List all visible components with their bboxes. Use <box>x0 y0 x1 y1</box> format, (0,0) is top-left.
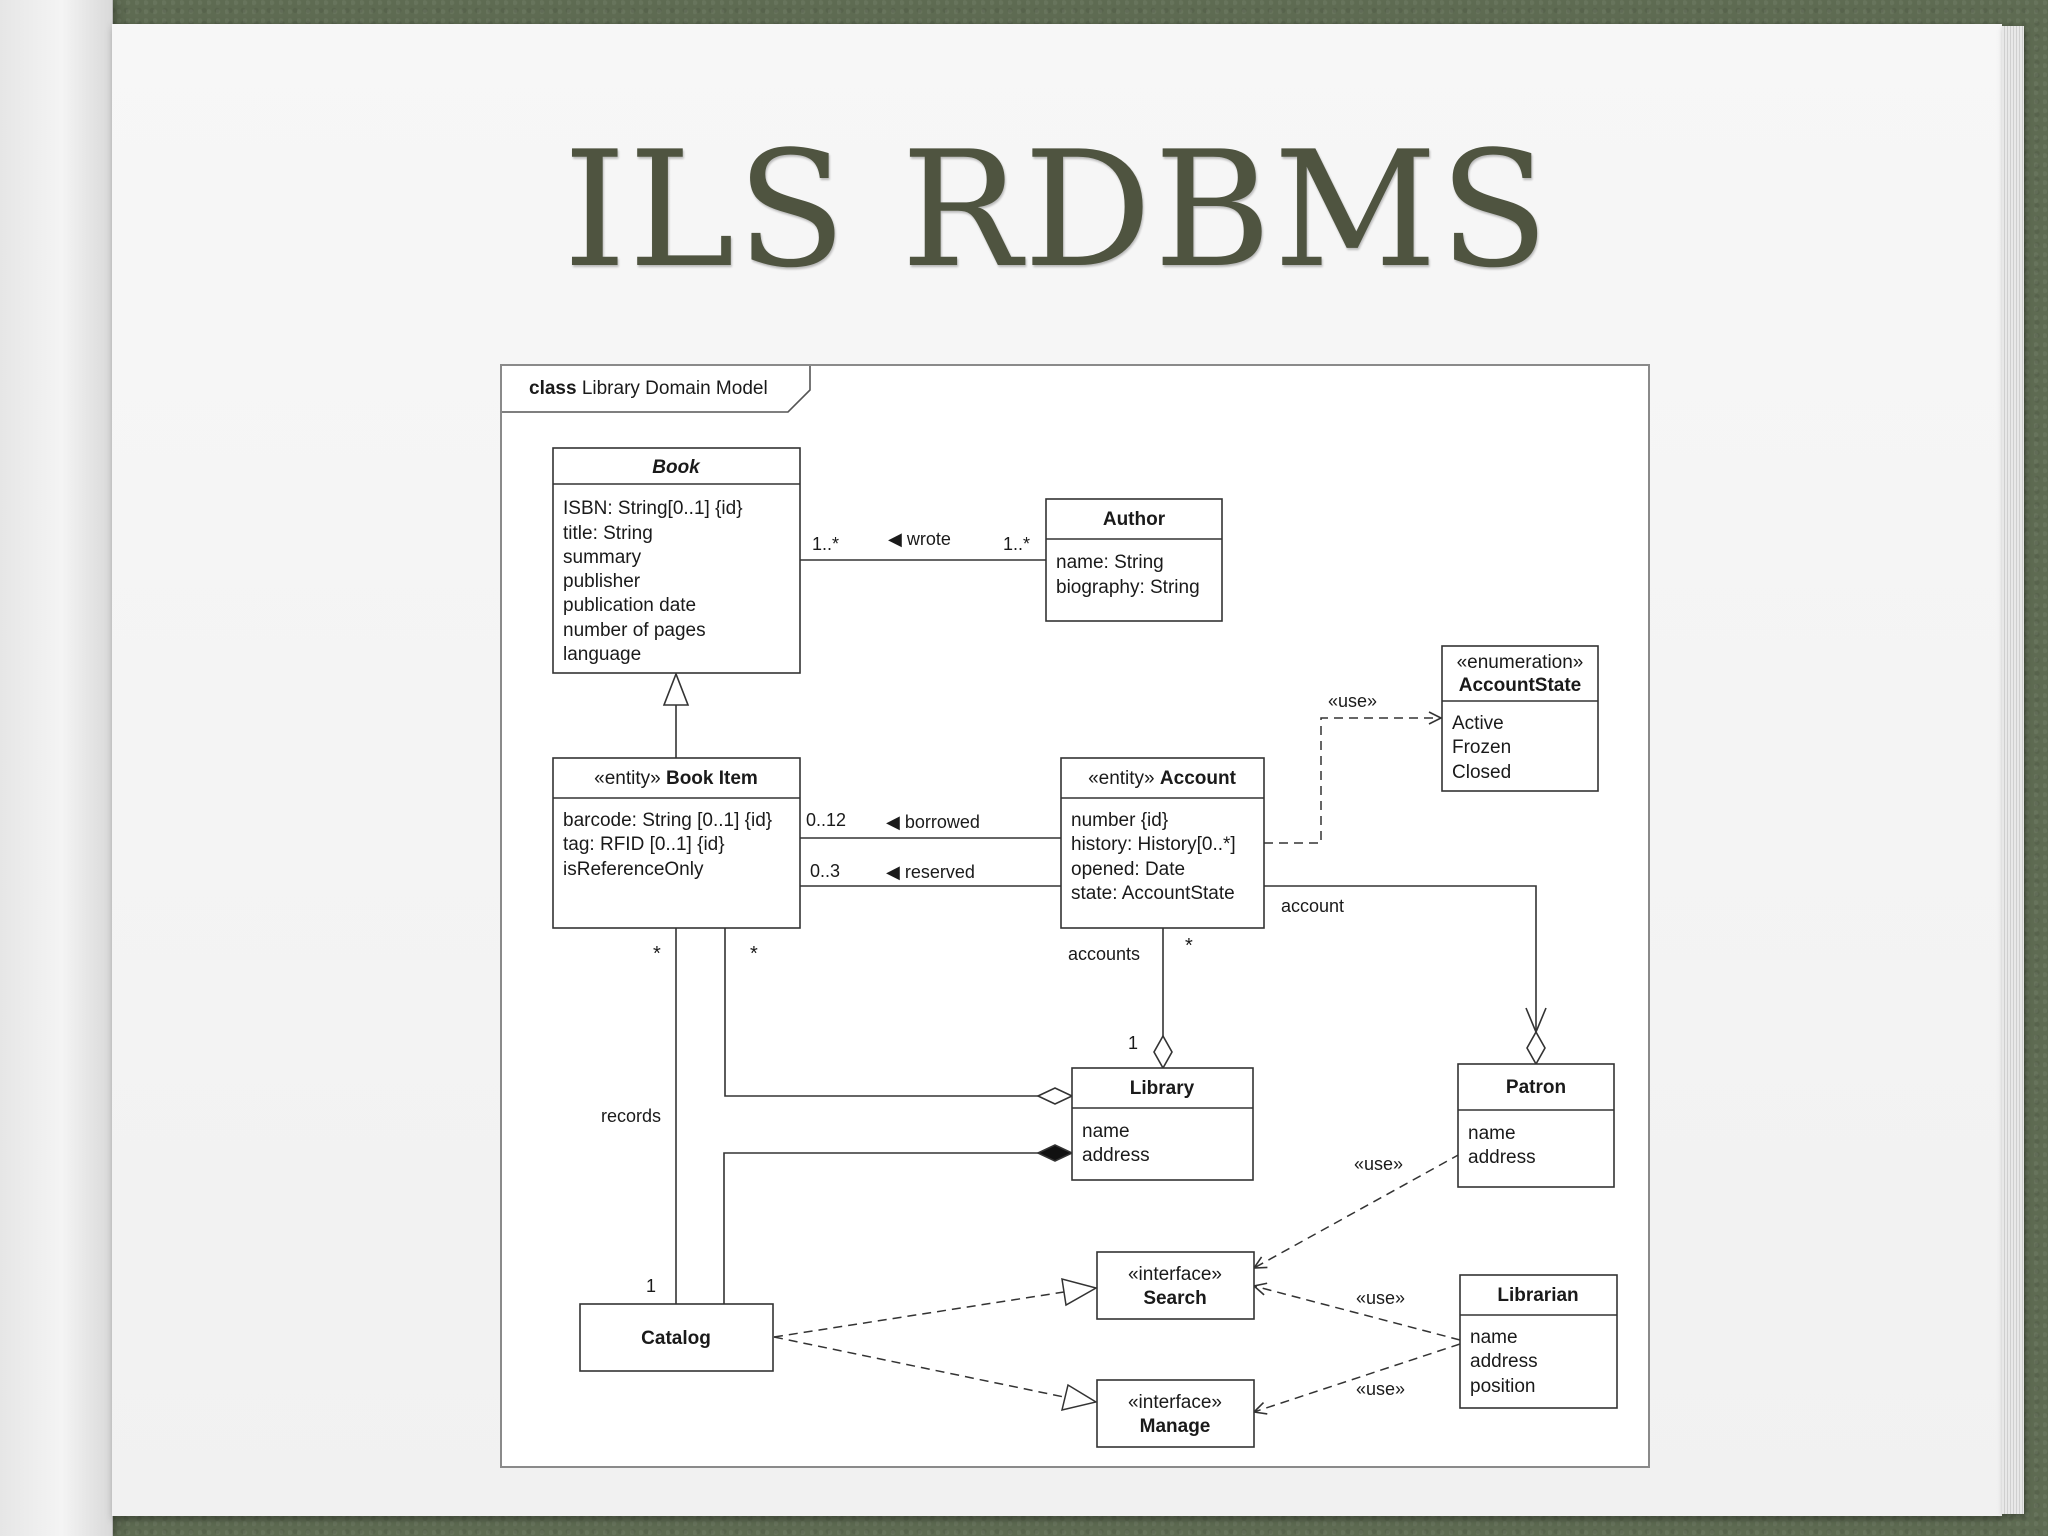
patron-attr: name <box>1468 1123 1516 1144</box>
label-use-librarian-search: «use» <box>1356 1288 1405 1308</box>
librarian-attr: name <box>1470 1327 1518 1348</box>
accountstate-literal: Closed <box>1452 762 1511 783</box>
librarian-attr: address <box>1470 1351 1538 1372</box>
book-page-edges <box>2002 26 2024 1514</box>
slide-title: ILS RDBMS <box>563 116 1551 303</box>
book-attr: ISBN: String[0..1] {id} <box>563 498 743 519</box>
label-accounts-star: * <box>1185 935 1193 957</box>
class-librarian-box <box>1459 1274 1618 1409</box>
class-librarian-name: Librarian <box>1497 1285 1578 1306</box>
label-borrowed-mult: 0..12 <box>806 810 846 830</box>
class-catalog-name: Catalog <box>641 1328 711 1349</box>
label-account: account <box>1281 896 1344 916</box>
book-attr: number of pages <box>563 620 706 641</box>
class-manage-box <box>1096 1379 1255 1448</box>
realization-triangle-manage <box>1060 1383 1098 1412</box>
book-attr: title: String <box>563 523 653 544</box>
class-accountstate-box <box>1441 645 1599 792</box>
frame-tab: class Library Domain Model <box>502 366 811 413</box>
class-author-box <box>1045 498 1223 622</box>
label-accounts: accounts <box>1068 944 1140 964</box>
class-book-name: Book <box>652 457 701 478</box>
book-attr: language <box>563 644 641 665</box>
aggregation-diamond-library <box>1153 1034 1173 1070</box>
class-account-header: «entity» Account <box>1088 768 1237 789</box>
bookitem-attr: barcode: String [0..1] {id} <box>563 810 772 831</box>
frame-keyword: class <box>529 378 577 399</box>
class-catalog-box <box>579 1303 774 1372</box>
librarian-attr: position <box>1470 1376 1536 1397</box>
label-use-accountstate: «use» <box>1328 691 1377 711</box>
author-attr: biography: String <box>1056 577 1200 598</box>
label-library-one: 1 <box>1128 1033 1138 1053</box>
class-author-name: Author <box>1103 509 1166 530</box>
class-library-name: Library <box>1130 1078 1195 1099</box>
realization-catalog-search <box>773 1291 1065 1338</box>
class-patron-name: Patron <box>1506 1077 1566 1098</box>
label-wrote-mult-author: 1..* <box>1003 534 1030 554</box>
svg-text:class Library Domain Model: class Library Domain Model <box>529 378 768 399</box>
generalization-triangle <box>662 671 690 706</box>
label-use-librarian-manage: «use» <box>1356 1379 1405 1399</box>
class-bookitem-box <box>552 757 801 929</box>
label-reserved-mult: 0..3 <box>810 861 840 881</box>
aggregation-diamond-bookitem <box>1036 1087 1074 1105</box>
realization-triangle-search <box>1061 1277 1098 1307</box>
label-use-patron: «use» <box>1354 1154 1403 1174</box>
class-account-box <box>1060 757 1265 929</box>
accountstate-literal: Frozen <box>1452 737 1511 758</box>
bookitem-attr: isReferenceOnly <box>563 859 704 880</box>
label-bookitem-star-1: * <box>653 943 661 965</box>
bookitem-attr: tag: RFID [0..1] {id} <box>563 834 725 855</box>
class-patron-box <box>1457 1063 1615 1188</box>
dependency-patron-search <box>1254 1153 1461 1268</box>
account-attr: history: History[0..*] <box>1071 834 1236 855</box>
composition-diamond <box>1036 1144 1074 1162</box>
account-attr: number {id} <box>1071 810 1168 831</box>
account-attr: state: AccountState <box>1071 883 1235 904</box>
account-attr: opened: Date <box>1071 859 1185 880</box>
class-bookitem-header: «entity» Book Item <box>594 768 758 789</box>
dependency-use-accountstate <box>1264 718 1441 844</box>
book-attr: summary <box>563 547 642 568</box>
label-wrote: ◀ wrote <box>888 529 951 549</box>
class-accountstate-name: AccountState <box>1459 675 1581 696</box>
class-manage-stereotype: «interface» <box>1128 1392 1222 1413</box>
class-accountstate-stereotype: «enumeration» <box>1457 652 1584 673</box>
label-reserved: ◀ reserved <box>886 862 975 882</box>
class-book-box <box>552 447 801 674</box>
class-search-box <box>1096 1251 1255 1320</box>
book-attr: publication date <box>563 595 696 616</box>
library-attr: address <box>1082 1145 1150 1166</box>
patron-attr: address <box>1468 1147 1536 1168</box>
accountstate-literal: Active <box>1452 713 1504 734</box>
class-search-stereotype: «interface» <box>1128 1264 1222 1285</box>
label-catalog-one: 1 <box>646 1276 656 1296</box>
uml-class-diagram: class Library Domain Model <box>502 366 1618 1448</box>
label-borrowed: ◀ borrowed <box>886 812 980 832</box>
dependency-librarian-search <box>1254 1286 1461 1341</box>
library-attr: name <box>1082 1121 1130 1142</box>
book-left-page <box>0 0 113 1536</box>
label-bookitem-star-2: * <box>750 943 758 965</box>
class-manage-name: Manage <box>1140 1416 1211 1437</box>
class-library-box <box>1071 1067 1254 1181</box>
class-search-name: Search <box>1143 1288 1206 1309</box>
composition-catalog-library <box>723 1152 1038 1304</box>
aggregation-bookitem-library <box>724 928 1038 1097</box>
uml-diagram-frame: class Library Domain Model <box>500 364 1650 1468</box>
association-account <box>1264 885 1537 1032</box>
book-attr: publisher <box>563 571 641 592</box>
realization-catalog-manage <box>773 1336 1065 1398</box>
frame-name: Library Domain Model <box>582 378 768 399</box>
dependency-librarian-manage <box>1254 1343 1461 1412</box>
label-wrote-mult-book: 1..* <box>812 534 839 554</box>
aggregation-diamond-patron <box>1526 1030 1546 1066</box>
label-records: records <box>601 1106 661 1126</box>
author-attr: name: String <box>1056 552 1164 573</box>
